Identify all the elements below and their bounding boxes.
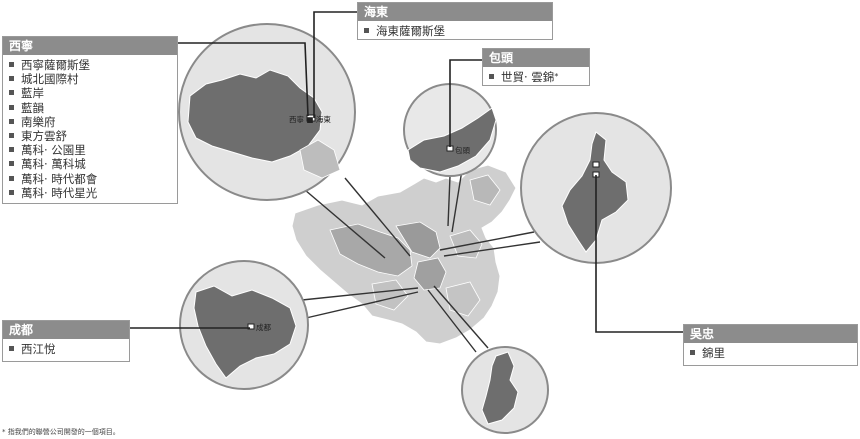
list-item: 世貿‧ 雲錦* [489, 70, 583, 84]
connector-lines [301, 169, 541, 353]
footnote: * 指我們的聯營公司開發的一個項目。 [2, 428, 120, 436]
china-outline [291, 164, 517, 345]
circle-shaanxi [461, 346, 549, 434]
map-label-baotou: 包頭 [455, 145, 470, 155]
list-item: 萬科‧ 公園里 [9, 143, 171, 157]
callout-baotou-list: 世貿‧ 雲錦* [483, 67, 589, 88]
callout-chengdu-title: 成都 [3, 321, 129, 339]
callout-haidong: 海東 海東薩爾斯堡 [357, 2, 553, 40]
list-item: 南樂府 [9, 115, 171, 129]
list-item: 海東薩爾斯堡 [364, 24, 546, 38]
map-label-chengdu: 成都 [256, 322, 271, 332]
list-item: 城北國際村 [9, 72, 171, 86]
callout-chengdu-list: 西江悅 [3, 339, 129, 360]
callout-leader-lines [130, 11, 683, 333]
list-item: 萬科‧ 萬科城 [9, 157, 171, 171]
circle-sichuan: 成都 [179, 260, 309, 390]
list-item: 錦里 [690, 346, 851, 360]
callout-wuzhong-list: 錦里 [684, 343, 857, 364]
map-label-xining-haidong: 西寧 ■ 海東 [289, 114, 331, 124]
list-item: 藍韻 [9, 101, 171, 115]
list-item: 東方雲舒 [9, 129, 171, 143]
callout-xining: 西寧 西寧薩爾斯堡 城北國際村 藍岸 藍韻 南樂府 東方雲舒 萬科‧ 公園里 萬… [2, 36, 178, 204]
callout-chengdu: 成都 西江悅 [2, 320, 130, 362]
callout-xining-list: 西寧薩爾斯堡 城北國際村 藍岸 藍韻 南樂府 東方雲舒 萬科‧ 公園里 萬科‧ … [3, 55, 177, 204]
callout-baotou-title: 包頭 [483, 49, 589, 67]
circle-qinghai: 西寧 ■ 海東 [178, 23, 356, 201]
list-item: 萬科‧ 時代星光 [9, 186, 171, 200]
callout-wuzhong: 吳忠 錦里 [683, 324, 858, 366]
callout-haidong-title: 海東 [358, 3, 552, 21]
list-item: 西江悅 [9, 342, 123, 356]
list-item: 藍岸 [9, 86, 171, 100]
callout-xining-title: 西寧 [3, 37, 177, 55]
callout-baotou: 包頭 世貿‧ 雲錦* [482, 48, 590, 86]
list-item: 萬科‧ 時代都會 [9, 172, 171, 186]
callout-haidong-list: 海東薩爾斯堡 [358, 21, 552, 42]
callout-wuzhong-title: 吳忠 [684, 325, 857, 343]
associate-star: * [554, 72, 559, 81]
list-item: 西寧薩爾斯堡 [9, 58, 171, 72]
